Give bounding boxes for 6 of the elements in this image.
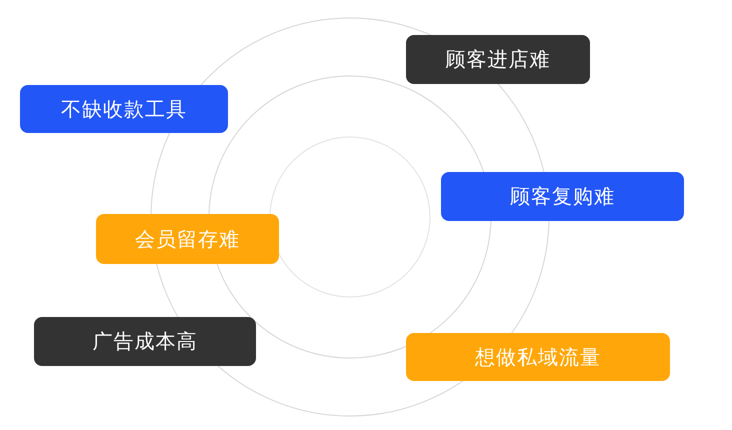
tag-box: 顾客进店难 [406,35,590,84]
tag-box: 想做私域流量 [406,333,670,381]
tag-box: 顾客复购难 [441,172,684,221]
tag-box: 会员留存难 [96,214,279,264]
tag-box: 广告成本高 [34,317,256,366]
tag-box: 不缺收款工具 [20,85,228,133]
